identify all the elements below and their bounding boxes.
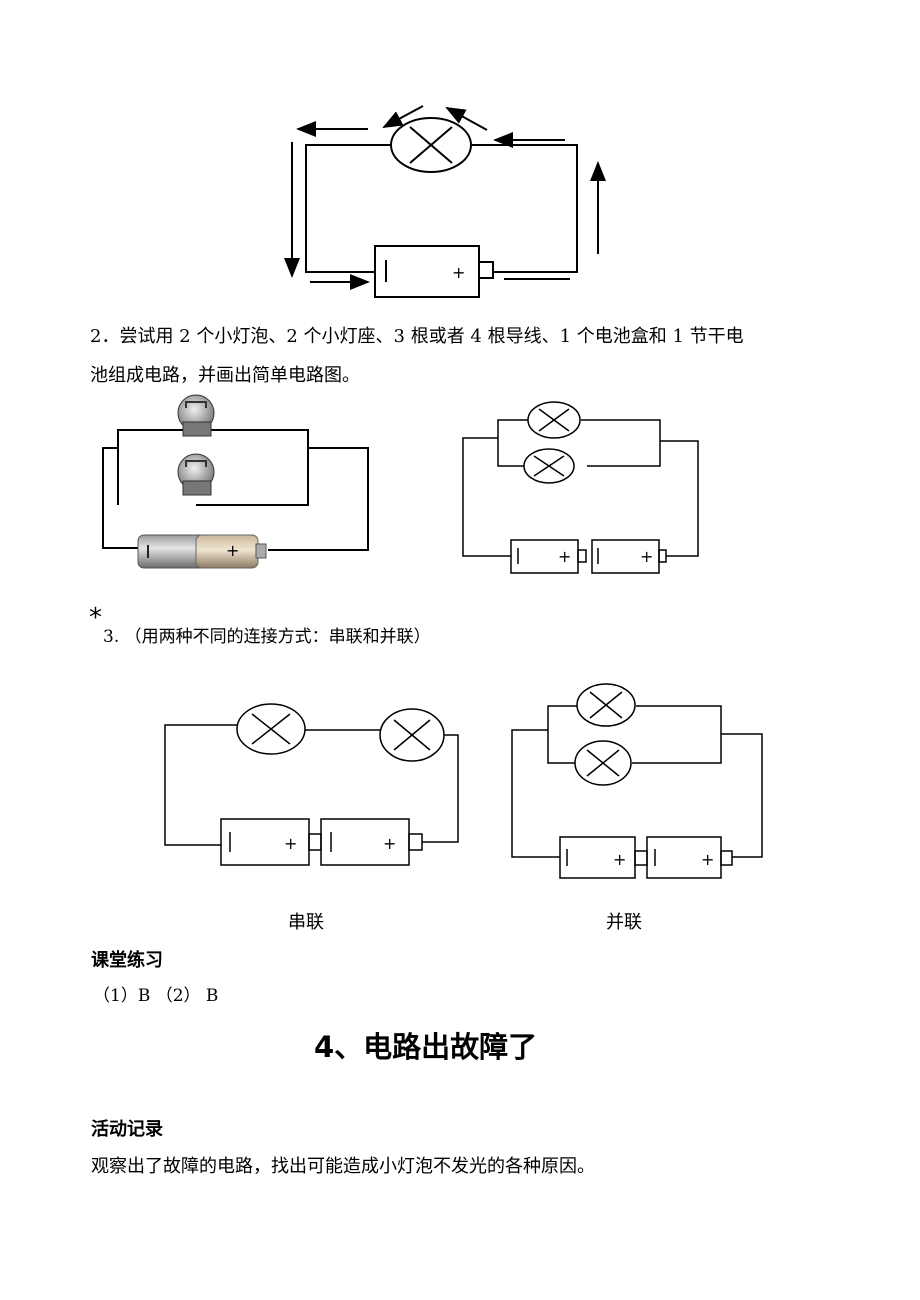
circuit-wires bbox=[305, 144, 578, 273]
bulb-socket-bottom bbox=[177, 453, 215, 496]
battery-symbol: + bbox=[374, 245, 494, 298]
svg-text:+: + bbox=[640, 547, 653, 566]
practice-answers: （1）B （2） B bbox=[93, 986, 219, 1006]
svg-text:+: + bbox=[383, 834, 396, 853]
battery-plus-label: + bbox=[226, 541, 239, 560]
asterisk-mark: * bbox=[89, 603, 102, 633]
figure-parallel-diagram-small: + + bbox=[462, 401, 699, 574]
series-caption: 串联 bbox=[288, 912, 324, 933]
question-2-line-2: 池组成电路，并画出简单电路图。 bbox=[90, 365, 360, 386]
bulb-socket-top bbox=[177, 394, 215, 437]
svg-text:+: + bbox=[284, 834, 297, 853]
battery-plus-label: + bbox=[452, 263, 465, 282]
svg-text:+: + bbox=[701, 850, 714, 869]
physical-wires bbox=[102, 429, 369, 551]
activity-text: 观察出了故障的电路，找出可能造成小灯泡不发光的各种原因。 bbox=[91, 1156, 595, 1177]
svg-text:+: + bbox=[613, 850, 626, 869]
figure-parallel-circuit: + + bbox=[511, 683, 763, 879]
lesson-title: 4、电路出故障了 bbox=[314, 1030, 538, 1064]
figure-current-flow-circuit: + bbox=[284, 105, 606, 298]
activity-heading: 活动记录 bbox=[91, 1119, 163, 1140]
figure-series-circuit: + + bbox=[164, 703, 459, 866]
practice-heading: 课堂练习 bbox=[91, 950, 163, 971]
figure-physical-circuit: + bbox=[102, 394, 369, 569]
parallel-caption: 并联 bbox=[606, 912, 642, 933]
current-arrows bbox=[284, 105, 606, 290]
dry-cell-battery: + bbox=[137, 534, 267, 569]
question-3-text: 3. （用两种不同的连接方式：串联和并联） bbox=[103, 627, 431, 647]
bulb-symbol bbox=[390, 117, 472, 173]
svg-text:+: + bbox=[558, 547, 571, 566]
question-2-line-1: 2．尝试用 2 个小灯泡、2 个小灯座、3 根或者 4 根导线、1 个电池盒和 … bbox=[90, 326, 744, 347]
